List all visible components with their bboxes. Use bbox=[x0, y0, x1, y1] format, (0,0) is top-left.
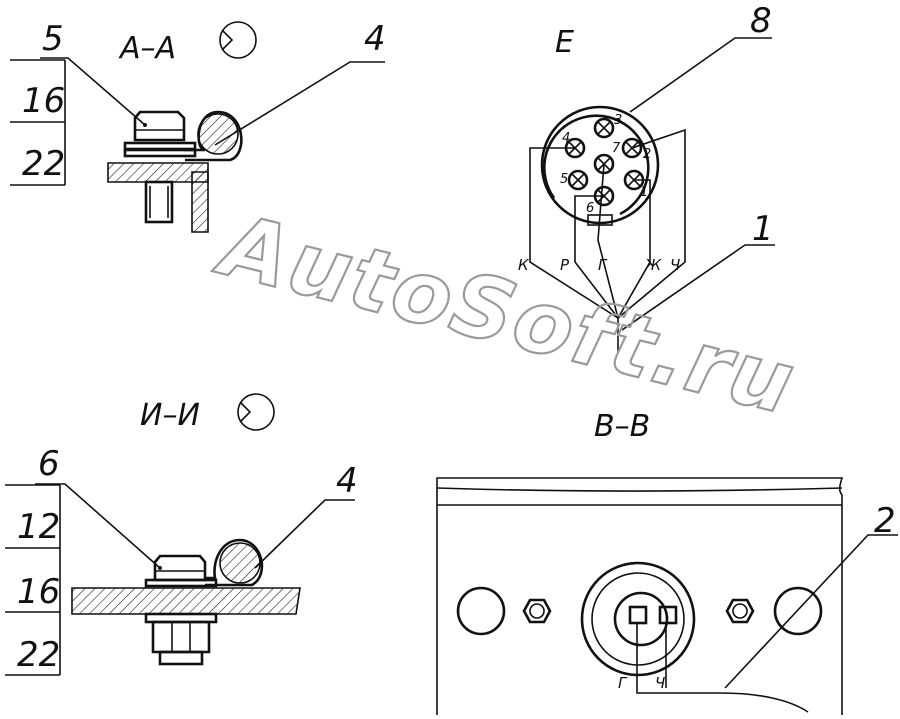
table-value: 12 bbox=[17, 507, 60, 547]
socket-flange bbox=[580, 561, 696, 677]
leader-line bbox=[214, 61, 385, 146]
bolt bbox=[123, 110, 197, 224]
leader-line bbox=[254, 499, 355, 569]
wire-label: Ч bbox=[655, 674, 665, 692]
section-aa: А–А 16 22 5 4 bbox=[10, 19, 386, 233]
mount-hole bbox=[773, 586, 823, 636]
leader-line bbox=[621, 244, 775, 331]
pin-number: 3 bbox=[614, 113, 622, 128]
callout-6: 6 bbox=[38, 444, 60, 484]
table-value: 16 bbox=[17, 572, 60, 612]
pin-number: 4 bbox=[562, 131, 570, 146]
section-vv-title: В–В bbox=[594, 409, 650, 444]
nut bbox=[522, 598, 552, 624]
section-ii-title: И–И bbox=[140, 398, 200, 433]
leader-line bbox=[629, 37, 772, 113]
bolt bbox=[144, 554, 218, 588]
wire-harness bbox=[636, 623, 809, 713]
leader-line bbox=[724, 534, 898, 689]
nut bbox=[725, 598, 755, 624]
bracket bbox=[191, 171, 209, 233]
pin-5 bbox=[567, 169, 589, 191]
pin-number: 1 bbox=[640, 185, 648, 200]
pin-number: 7 bbox=[612, 141, 621, 156]
mounting-plate bbox=[71, 587, 301, 615]
wire-label: К bbox=[518, 256, 530, 274]
leader-line bbox=[40, 57, 146, 126]
leader-line bbox=[35, 483, 161, 569]
mount-hole bbox=[456, 586, 506, 636]
panel-outline bbox=[436, 477, 844, 715]
dimension-table-aa: 16 22 bbox=[10, 59, 66, 186]
wire-label: Р bbox=[560, 256, 570, 274]
pin-number: 2 bbox=[643, 147, 651, 162]
table-value: 22 bbox=[22, 144, 65, 184]
pin-number: 6 bbox=[586, 201, 594, 216]
socket-pins bbox=[564, 117, 645, 207]
clamp-with-pipe bbox=[205, 538, 264, 587]
wire-label: Ж bbox=[644, 256, 662, 274]
wire-harness bbox=[529, 128, 686, 352]
dimension-table-ii: 12 16 22 bbox=[5, 484, 61, 676]
callout-5: 5 bbox=[42, 19, 64, 59]
callout-4: 4 bbox=[364, 19, 386, 59]
wire-label: Г bbox=[598, 256, 608, 274]
callout-4: 4 bbox=[336, 461, 358, 501]
rotated-view-icon bbox=[219, 21, 257, 59]
rotated-view-icon bbox=[237, 393, 275, 431]
view-e: Е 8 1 2 3 4 5 6 7 bbox=[518, 1, 775, 352]
table-value: 22 bbox=[17, 635, 60, 675]
clamp-with-pipe bbox=[185, 110, 243, 162]
callout-1: 1 bbox=[752, 209, 774, 249]
callout-2: 2 bbox=[874, 501, 896, 541]
section-ii: И–И 12 16 22 6 4 bbox=[5, 393, 358, 676]
view-e-title: Е bbox=[555, 25, 574, 60]
section-aa-title: А–А bbox=[118, 31, 176, 66]
pin-3 bbox=[593, 117, 615, 139]
wire-label: Ч bbox=[670, 256, 680, 274]
callout-8: 8 bbox=[750, 1, 772, 41]
wire-label: Г bbox=[618, 674, 628, 692]
table-value: 16 bbox=[22, 81, 65, 121]
section-vv: В–В Г Ч 2 bbox=[436, 409, 898, 715]
nut bbox=[144, 612, 218, 666]
watermark: AutoSoft.ru bbox=[206, 194, 804, 434]
pin-number: 5 bbox=[560, 172, 568, 187]
